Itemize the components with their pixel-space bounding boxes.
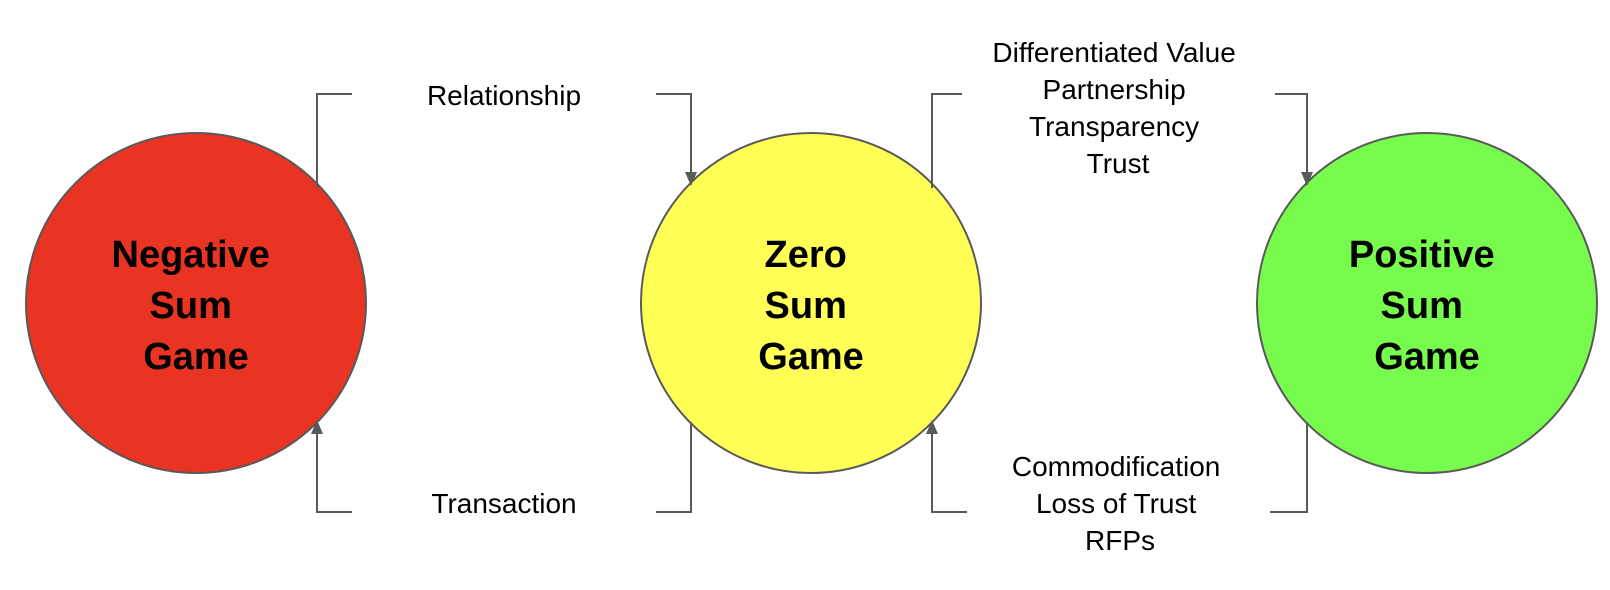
value-drivers-label: Differentiated Value Partnership Transpa… bbox=[992, 37, 1243, 179]
positive-sum-label: Positive Sum Game bbox=[1349, 234, 1505, 378]
relationship-arrowhead bbox=[685, 172, 697, 186]
transaction-arrowhead bbox=[311, 420, 323, 434]
commodity-arrowhead bbox=[926, 420, 938, 434]
relationship-connector-left bbox=[316, 93, 352, 188]
commodity-drivers-label: Commodification Loss of Trust RFPs bbox=[1012, 451, 1228, 556]
relationship-connector-right bbox=[656, 93, 692, 174]
commodity-connector-left bbox=[931, 432, 967, 513]
value-arrowhead bbox=[1301, 172, 1313, 186]
commodity-connector-right bbox=[1270, 422, 1308, 513]
relationship-label: Relationship bbox=[427, 80, 581, 111]
transaction-connector-left bbox=[316, 432, 352, 513]
value-connector-left bbox=[931, 93, 962, 188]
transaction-connector-right bbox=[656, 422, 692, 513]
negative-sum-circle bbox=[25, 132, 367, 474]
positive-sum-circle bbox=[1256, 132, 1598, 474]
zero-sum-circle bbox=[640, 132, 982, 474]
negative-sum-label: Negative Sum Game bbox=[112, 234, 281, 378]
zero-sum-label: Zero Sum Game bbox=[758, 234, 864, 378]
transaction-label: Transaction bbox=[431, 488, 576, 519]
value-connector-right bbox=[1275, 93, 1308, 174]
